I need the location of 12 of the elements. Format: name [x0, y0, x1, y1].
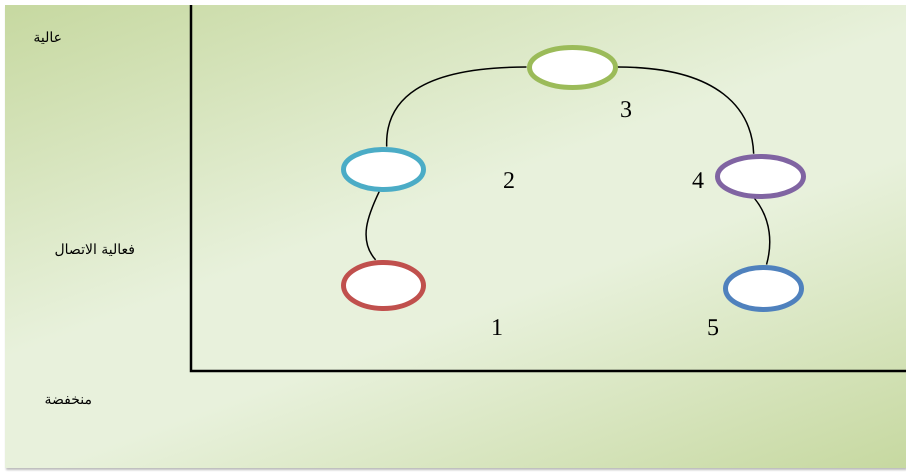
connector-line: [386, 66, 527, 147]
axis-label: منخفضة: [44, 391, 92, 410]
stage-number: 2: [503, 168, 515, 194]
connector-line: [617, 66, 754, 154]
axis-label: فعالية الاتصال: [54, 241, 135, 260]
stage-number: 4: [692, 168, 704, 194]
stage-number: 5: [707, 315, 719, 341]
stage-number: 1: [491, 315, 503, 341]
axis-label: عالية: [33, 29, 62, 48]
connector-line: [365, 191, 380, 260]
stage-number: 3: [620, 97, 632, 123]
connector-line: [754, 198, 770, 265]
